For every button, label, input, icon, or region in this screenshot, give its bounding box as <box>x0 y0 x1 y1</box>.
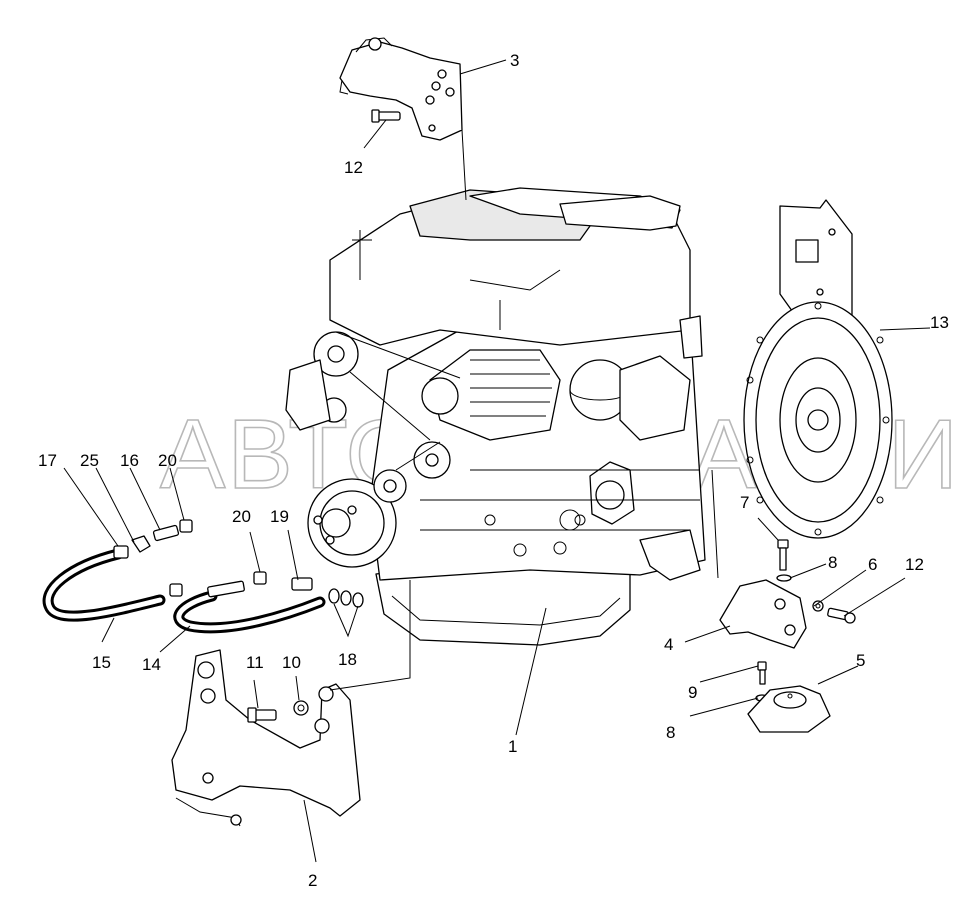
part-14-hose <box>173 590 326 634</box>
part-19-fitting <box>291 577 313 591</box>
callout-14: 14 <box>142 655 161 674</box>
callout-11: 11 <box>246 653 264 672</box>
part-6-washer <box>812 600 824 612</box>
part-4-right-bracket <box>719 579 807 649</box>
callout-9: 9 <box>688 683 697 702</box>
part-11-bolt <box>247 707 277 723</box>
part-12-bolt-right <box>827 607 856 624</box>
callout-6: 6 <box>868 555 877 574</box>
callout-20-left: 20 <box>158 451 177 470</box>
part-20-nut-mid <box>253 571 267 585</box>
callout-25: 25 <box>80 451 99 470</box>
assembly-line-3 <box>461 129 467 201</box>
callout-19: 19 <box>270 507 289 526</box>
callout-13: 13 <box>930 313 949 332</box>
assembly-line-2 <box>329 580 411 691</box>
part-20-nut-left <box>179 519 193 533</box>
part-12-bolt-upper <box>371 109 401 123</box>
callout-20-mid: 20 <box>232 507 251 526</box>
callout-12-upper: 12 <box>344 158 363 177</box>
part-15-hose <box>42 548 166 622</box>
callout-4: 4 <box>664 635 673 654</box>
callout-12-right: 12 <box>905 555 924 574</box>
part-9-bolt <box>757 661 767 685</box>
part-25-clamp <box>131 535 151 553</box>
part-1-engine <box>285 187 706 646</box>
callout-3: 3 <box>510 51 519 70</box>
callout-8-upper: 8 <box>828 553 837 572</box>
part-7-bolt <box>777 539 789 571</box>
callout-2: 2 <box>308 871 317 890</box>
part-16-fitting <box>152 524 180 542</box>
part-18-o-rings <box>328 588 364 608</box>
part-3-upper-bracket <box>339 37 463 141</box>
part-13-flywheel-housing <box>743 199 893 539</box>
leader-lines <box>63 59 931 863</box>
callout-16: 16 <box>120 451 139 470</box>
part-2-front-support <box>171 649 361 827</box>
callout-18: 18 <box>338 650 357 669</box>
part-5-rubber-mount <box>747 685 831 733</box>
part-8-washer-upper <box>776 574 792 582</box>
callout-1: 1 <box>508 737 517 756</box>
callout-7: 7 <box>740 493 749 512</box>
callout-5: 5 <box>856 651 865 670</box>
callout-10: 10 <box>282 653 301 672</box>
callout-8-lower: 8 <box>666 723 675 742</box>
part-14-end-fitting <box>169 580 245 598</box>
assembly-line-4 <box>711 469 719 579</box>
callout-17: 17 <box>38 451 57 470</box>
part-10-washer <box>293 700 309 716</box>
callout-15: 15 <box>92 653 111 672</box>
part-17-fitting <box>113 545 129 559</box>
